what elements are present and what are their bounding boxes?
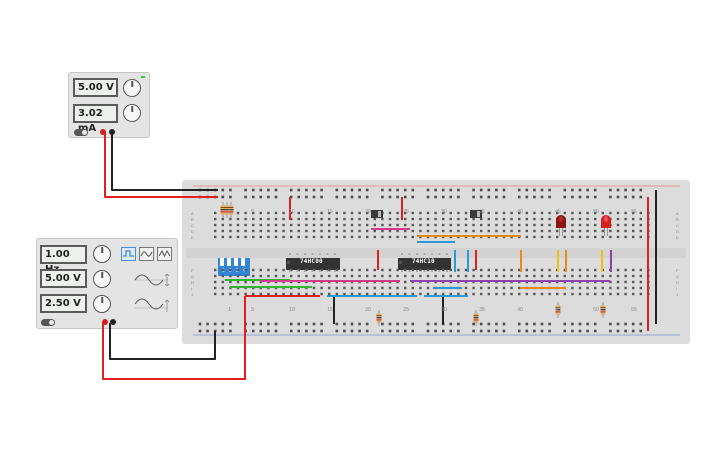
dip-switch-number-4: 4 — [243, 268, 246, 274]
column-number: 20 — [365, 209, 371, 215]
frequency-knob[interactable] — [93, 245, 111, 263]
column-number: 35 — [479, 307, 485, 313]
column-number: 30 — [441, 307, 447, 313]
row-letter: G — [191, 274, 195, 279]
column-number: 1 — [228, 209, 232, 215]
column-number: 25 — [403, 307, 409, 313]
row-letter: B — [676, 217, 679, 222]
column-number: 40 — [517, 307, 523, 313]
column-number: 45 — [555, 307, 561, 313]
row-letter: J — [676, 292, 678, 297]
power-supply[interactable]: 5.00 V 3.02 mA — [68, 72, 150, 138]
column-number: 30 — [441, 209, 447, 215]
row-letter: H — [191, 280, 194, 285]
row-letter: B — [191, 217, 194, 222]
amplitude-display: 5.00 V — [40, 269, 87, 288]
sine-wave-icon — [158, 249, 171, 258]
column-number: 15 — [327, 307, 333, 313]
row-letter: D — [676, 229, 679, 234]
square-wave-icon — [123, 250, 134, 257]
row-letter: C — [676, 223, 679, 228]
column-number: 20 — [365, 307, 371, 313]
column-number: 1 — [228, 307, 232, 313]
negative-terminal[interactable] — [109, 129, 115, 135]
amplitude-knob[interactable] — [93, 270, 111, 288]
current-knob[interactable] — [123, 104, 141, 122]
chip-74hc10[interactable]: 74HC10 — [398, 255, 451, 270]
row-letter: C — [191, 223, 194, 228]
column-number: 45 — [555, 209, 561, 215]
column-number: 15 — [327, 209, 333, 215]
triangle-wave-icon — [140, 251, 153, 257]
row-letter: G — [676, 274, 680, 279]
column-number: 35 — [479, 209, 485, 215]
row-letter: I — [191, 286, 193, 291]
dip-switch-on-label: ON — [221, 249, 229, 255]
offset-wave-icon — [134, 298, 170, 312]
row-letter: A — [191, 211, 194, 216]
generator-negative-terminal[interactable] — [110, 319, 116, 325]
positive-terminal[interactable] — [100, 129, 106, 135]
row-letter: E — [191, 235, 194, 240]
dip-switch-number-2: 2 — [229, 268, 232, 274]
dip-switch-number-1: 1 — [222, 268, 225, 274]
row-letter: I — [676, 286, 678, 291]
generator-positive-terminal[interactable] — [102, 319, 108, 325]
row-letter: H — [676, 280, 679, 285]
triangle-wave-button[interactable] — [139, 247, 154, 261]
row-letter: A — [676, 211, 679, 216]
dip-switch[interactable]: ON 1 2 3 4 — [218, 248, 250, 276]
led-indicator-icon — [141, 76, 145, 78]
row-letter: F — [676, 268, 679, 273]
column-number: 50 — [593, 209, 599, 215]
square-wave-button[interactable] — [121, 247, 136, 261]
power-switch[interactable] — [74, 129, 88, 136]
row-letter: J — [191, 292, 193, 297]
offset-knob[interactable] — [93, 295, 111, 313]
voltage-display: 5.00 V — [73, 78, 118, 97]
column-number: 55 — [631, 307, 637, 313]
row-letter: F — [191, 268, 194, 273]
column-number: 50 — [593, 307, 599, 313]
column-number: 10 — [289, 209, 295, 215]
amplitude-wave-icon — [134, 273, 170, 287]
column-number: 10 — [289, 307, 295, 313]
dip-switch-number-3: 3 — [236, 268, 239, 274]
column-number: 5 — [251, 209, 254, 215]
column-number: 25 — [403, 209, 409, 215]
frequency-display: 1.00 Hz — [40, 245, 87, 275]
function-generator[interactable]: 1.00 Hz 5.00 V 2.50 V — [36, 238, 178, 329]
column-number: 40 — [517, 209, 523, 215]
row-letter: E — [676, 235, 679, 240]
chip-74hc10-label: 74HC10 — [412, 258, 435, 265]
voltage-knob[interactable] — [123, 79, 141, 97]
chip-74hc00-label: 74HC00 — [300, 258, 323, 265]
offset-display: 2.50 V — [40, 294, 87, 313]
column-number: 55 — [631, 209, 637, 215]
current-display: 3.02 mA — [73, 104, 118, 134]
row-letter: D — [191, 229, 194, 234]
generator-power-switch[interactable] — [41, 319, 55, 326]
column-number: 5 — [251, 307, 254, 313]
chip-74hc00[interactable]: 74HC00 — [286, 255, 340, 270]
sine-wave-button[interactable] — [157, 247, 172, 261]
